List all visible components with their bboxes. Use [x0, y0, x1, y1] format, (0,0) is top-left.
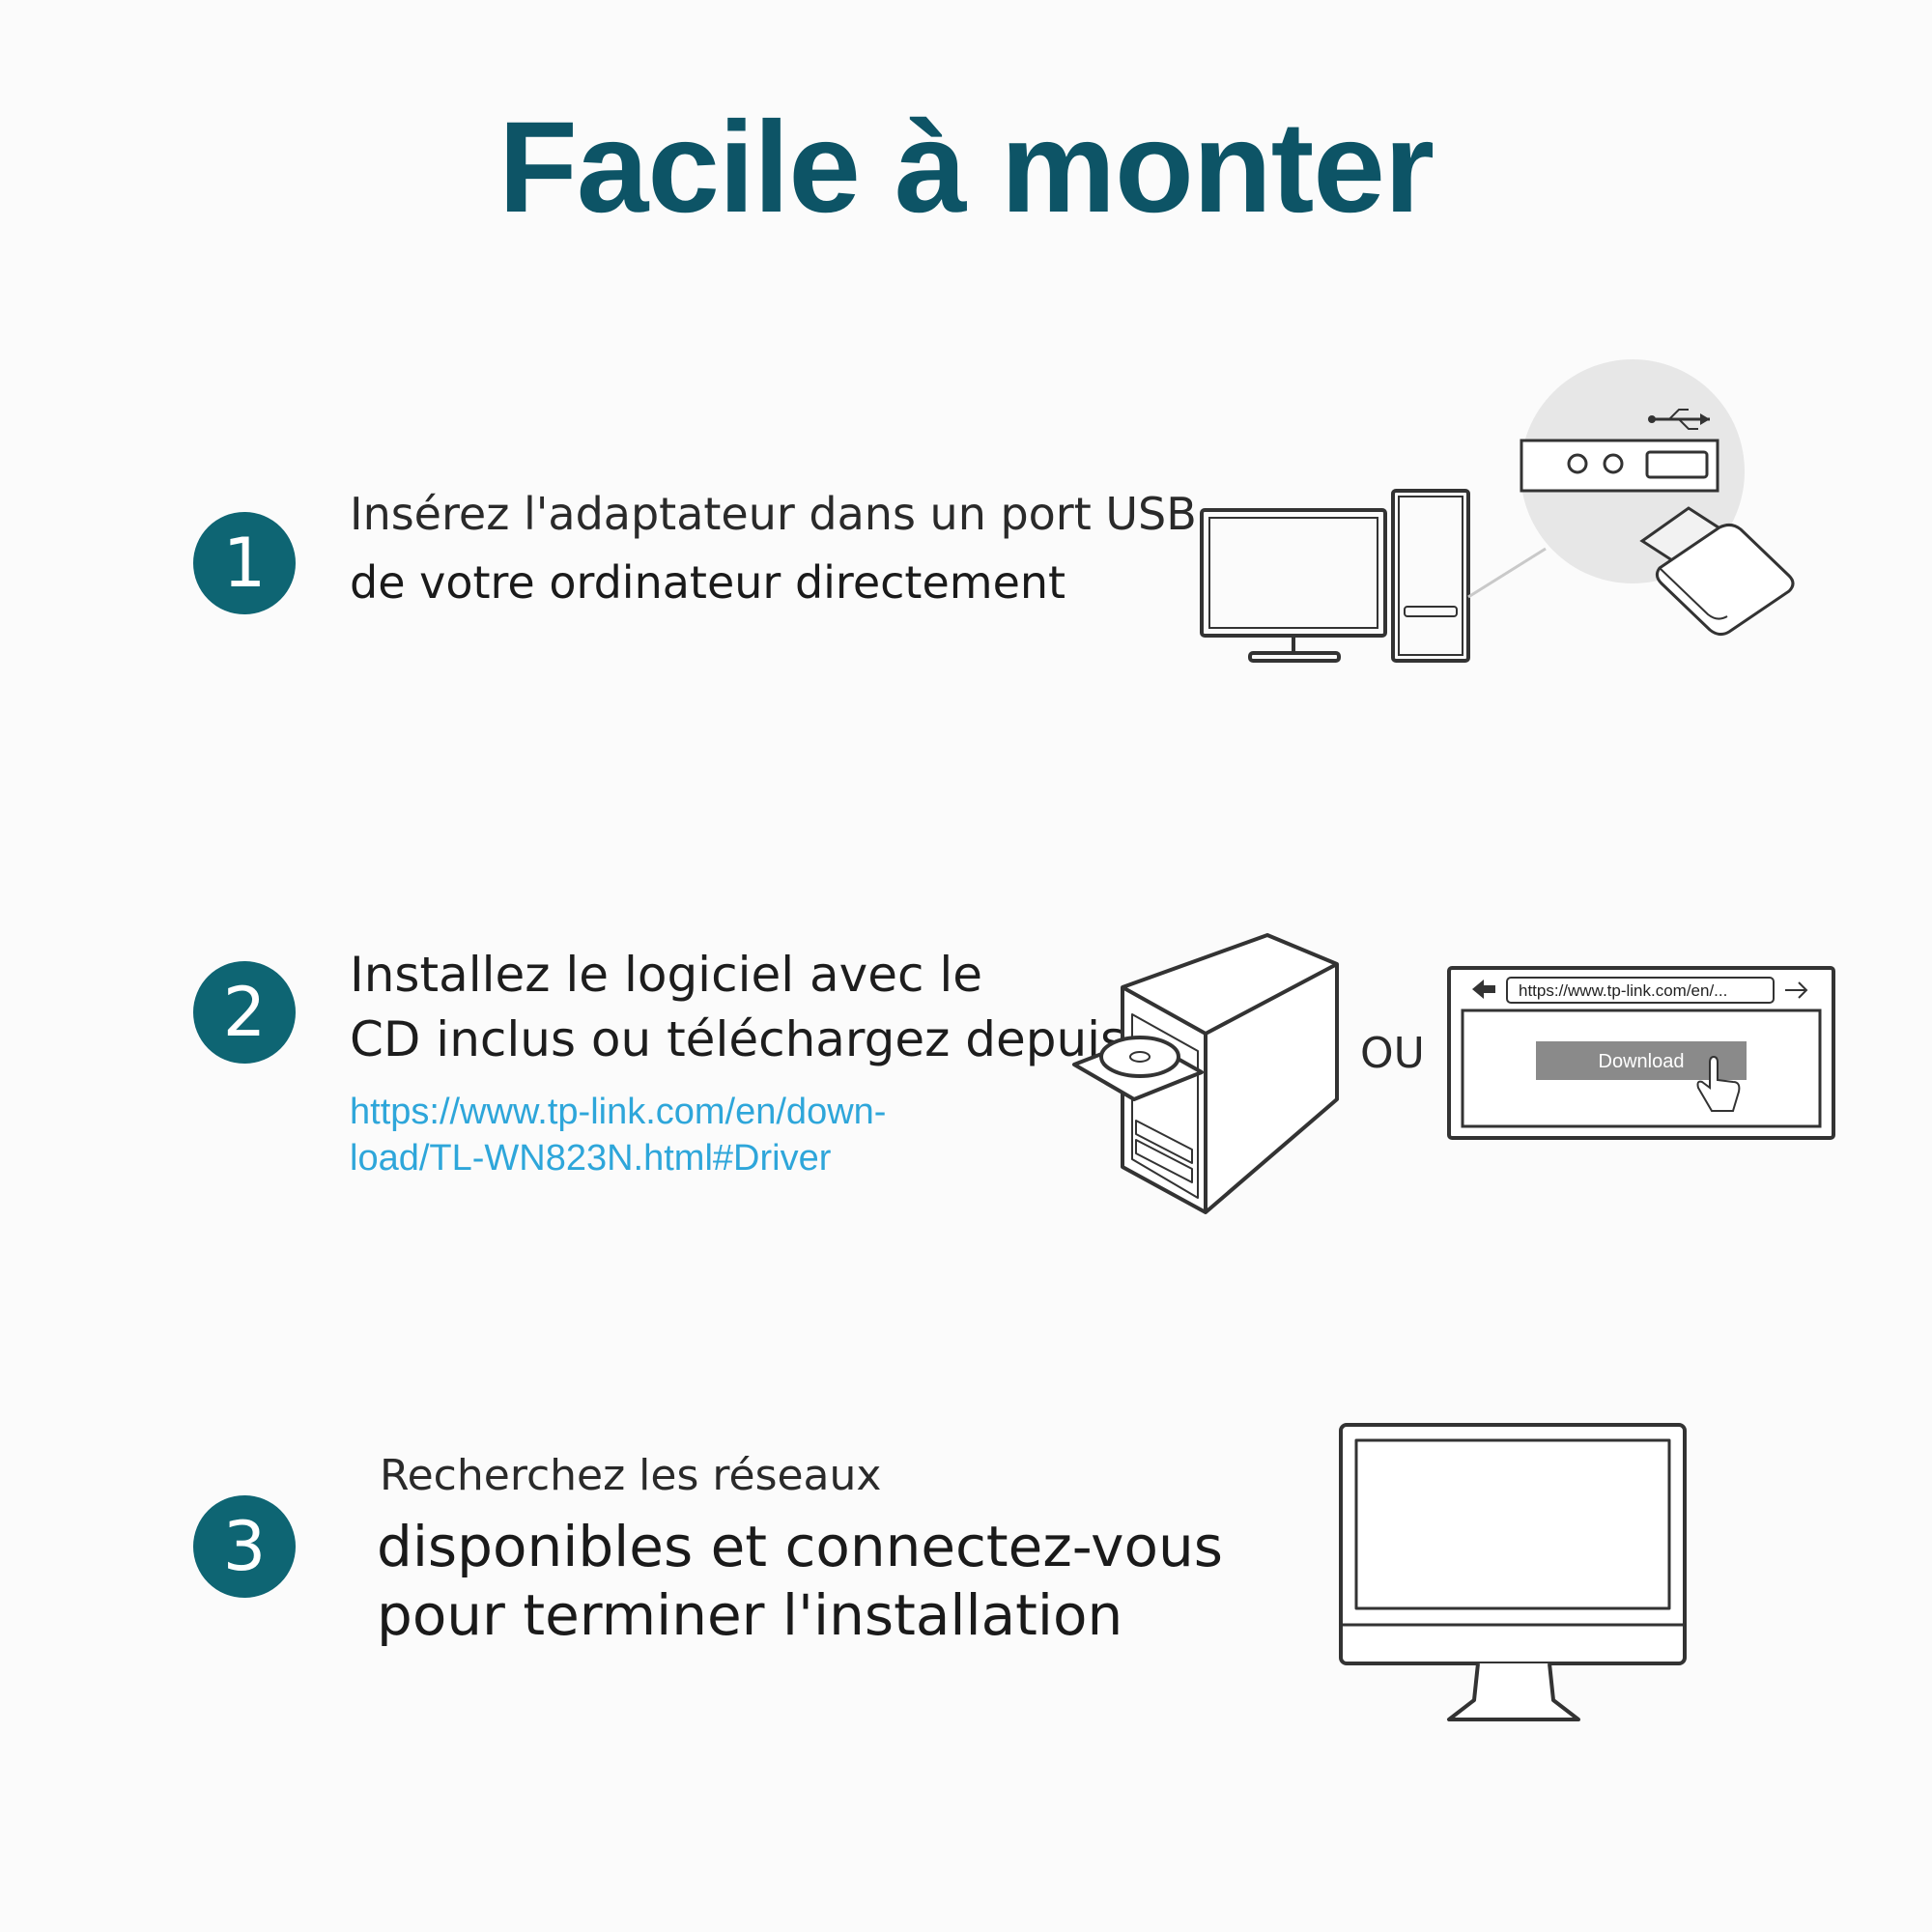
driver-url-line-1[interactable]: https://www.tp-link.com/en/down-: [350, 1092, 887, 1132]
forward-arrow-icon: [1785, 981, 1808, 999]
step-1-text-line-2: de votre ordinateur directement: [350, 556, 1066, 609]
monitor-icon: [1339, 1423, 1687, 1721]
back-arrow-icon: [1472, 980, 1495, 999]
step-3-text-line-3: pour terminer l'installation: [377, 1582, 1123, 1648]
download-button-label: Download: [1599, 1051, 1685, 1072]
step-2-text-line-1: Installez le logiciel avec le: [350, 947, 983, 1003]
step-3-text-line-1: Recherchez les réseaux: [380, 1451, 882, 1500]
hand-cursor-icon: [1696, 1055, 1741, 1112]
browser-window-icon: https://www.tp-link.com/en/... Download: [1447, 966, 1835, 1140]
or-label: OU: [1360, 1029, 1425, 1078]
step-3-text-line-2: disponibles et connectez-vous: [377, 1514, 1223, 1579]
desktop-computer-icon: [1200, 489, 1470, 663]
step-2-badge: 2: [193, 961, 296, 1064]
driver-url-line-2[interactable]: load/TL-WN823N.html#Driver: [350, 1138, 832, 1179]
step-3-badge: 3: [193, 1495, 296, 1598]
step-1-badge: 1: [193, 512, 296, 614]
cd-computer-icon: [1072, 933, 1339, 1214]
step-2-text-line-2: CD inclus ou téléchargez depuis: [350, 1011, 1126, 1067]
usb-adapter-icon: [1639, 506, 1795, 637]
page-title: Facile à monter: [497, 96, 1435, 240]
address-text: https://www.tp-link.com/en/...: [1519, 981, 1727, 1000]
address-bar: [1506, 977, 1775, 1004]
step-1-text-line-1: Insérez l'adaptateur dans un port USB: [350, 488, 1197, 540]
